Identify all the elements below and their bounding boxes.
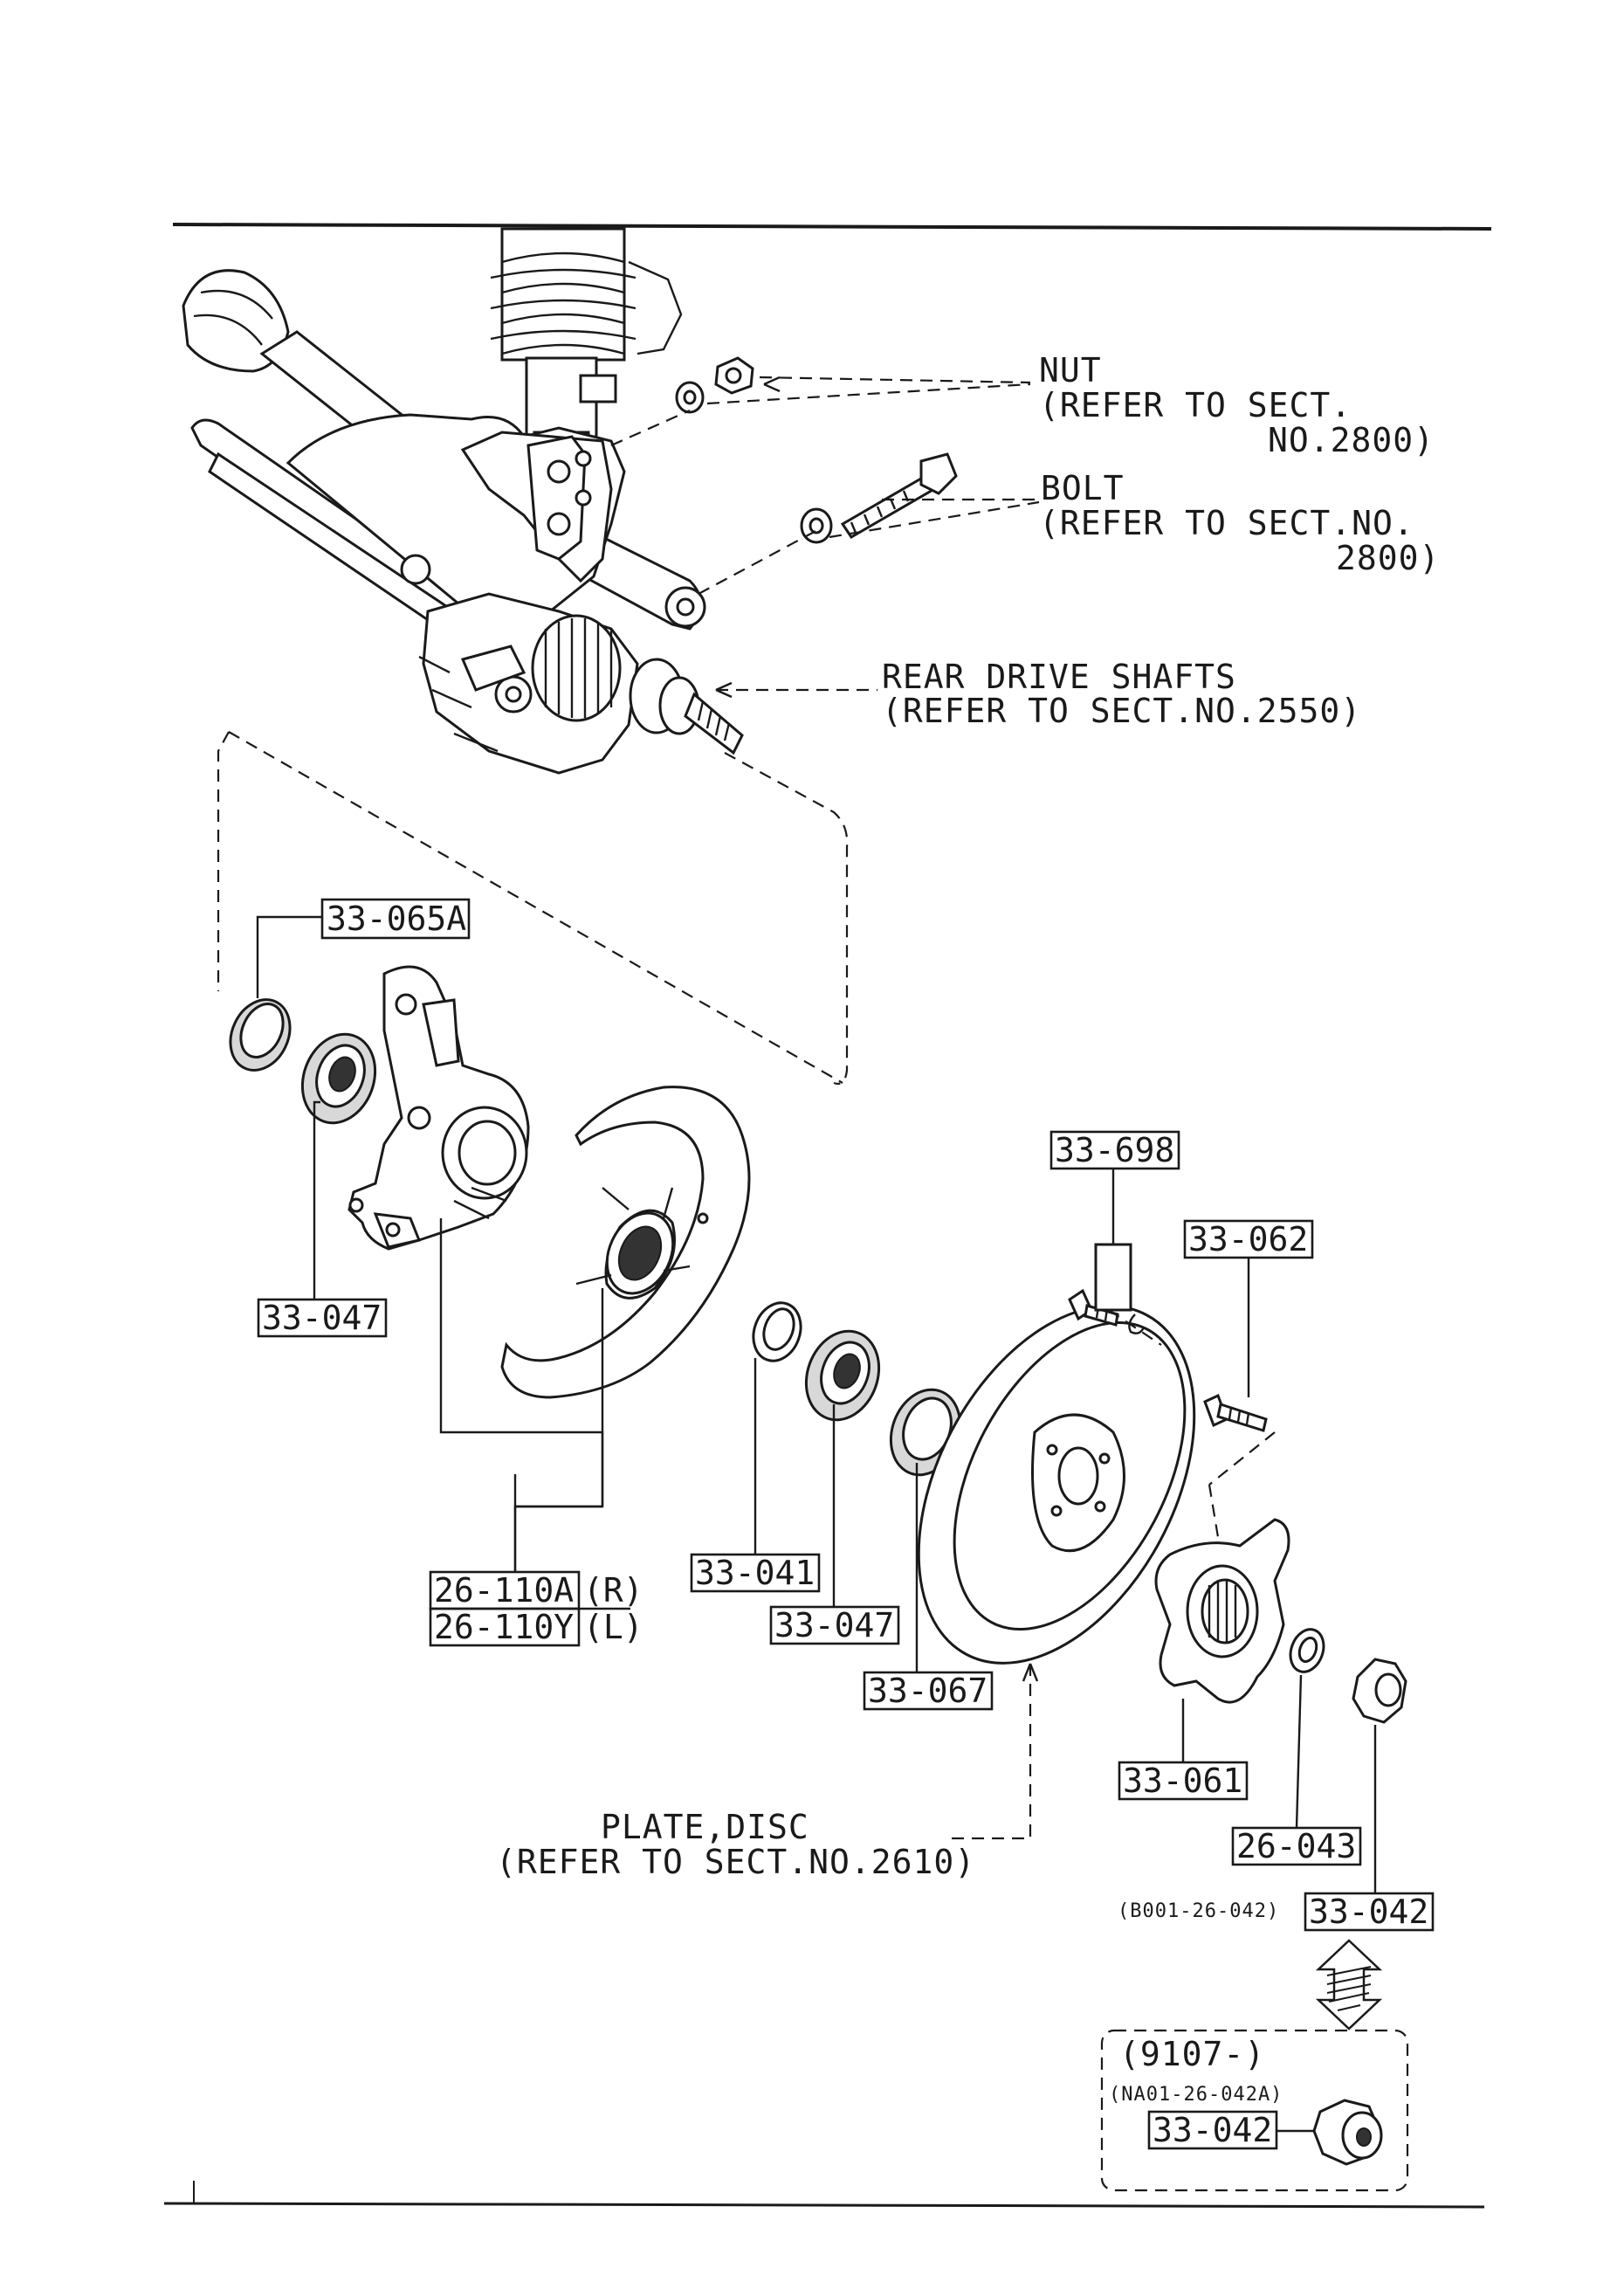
part-33-047-left: 33-047 bbox=[262, 1299, 382, 1337]
part-26-110Y: 26-110Y bbox=[434, 1608, 574, 1646]
part-33-041: 33-041 bbox=[695, 1554, 815, 1592]
knuckle-parts bbox=[229, 965, 962, 1477]
disc-hub-parts bbox=[917, 1288, 1407, 1724]
part-33-042-old-ref: (B001-26-042) bbox=[1118, 1900, 1279, 1922]
inset-ref: (NA01-26-042A) bbox=[1109, 2084, 1283, 2106]
nut-callout-title: NUT bbox=[1039, 351, 1102, 390]
plate-disc-callout-title: PLATE,DISC bbox=[601, 1808, 809, 1846]
bottom-rule bbox=[163, 2202, 1485, 2209]
rear-drive-shafts-callout-title: REAR DRIVE SHAFTS bbox=[882, 658, 1236, 696]
part-26-110A: 26-110A bbox=[434, 1571, 574, 1610]
top-rule bbox=[172, 223, 1492, 231]
bolt-callout-ref: (REFER TO SECT.NO. bbox=[1039, 504, 1414, 542]
nut-callout-ref: (REFER TO SECT. bbox=[1039, 386, 1352, 424]
part-26-110Y-side: (L) bbox=[583, 1608, 643, 1646]
part-33-042-new: 33-042 bbox=[1153, 2111, 1272, 2149]
part-33-062: 33-062 bbox=[1188, 1220, 1308, 1258]
part-33-065A: 33-065A bbox=[327, 900, 466, 938]
supersession-arrow-icon bbox=[1315, 1939, 1383, 2031]
part-26-043: 26-043 bbox=[1236, 1827, 1356, 1865]
bolt-callout-ref-no: 2800) bbox=[1336, 539, 1440, 577]
inset-box: (9107-) (NA01-26-042A) 33-042 bbox=[1100, 2029, 1409, 2192]
rear-drive-shafts-callout-ref: (REFER TO SECT.NO.2550) bbox=[882, 692, 1361, 730]
part-33-042: 33-042 bbox=[1309, 1893, 1428, 1931]
part-number-labels: 33-065A 33-047 26-110A (R) 26-110Y (L) 3… bbox=[257, 898, 1435, 1932]
part-33-061: 33-061 bbox=[1123, 1762, 1242, 1800]
nut-callout-ref-no: NO.2800) bbox=[1268, 421, 1435, 459]
bolt-callout-title: BOLT bbox=[1041, 469, 1125, 507]
plate-disc-callout-ref: (REFER TO SECT.NO.2610) bbox=[496, 1843, 975, 1881]
part-33-067: 33-067 bbox=[868, 1672, 987, 1710]
inset-date-range: (9107-) bbox=[1119, 2035, 1265, 2073]
part-33-047-right: 33-047 bbox=[774, 1606, 894, 1644]
suspension-assembly bbox=[182, 227, 958, 775]
part-33-698: 33-698 bbox=[1055, 1131, 1174, 1169]
part-26-110A-side: (R) bbox=[583, 1571, 643, 1610]
